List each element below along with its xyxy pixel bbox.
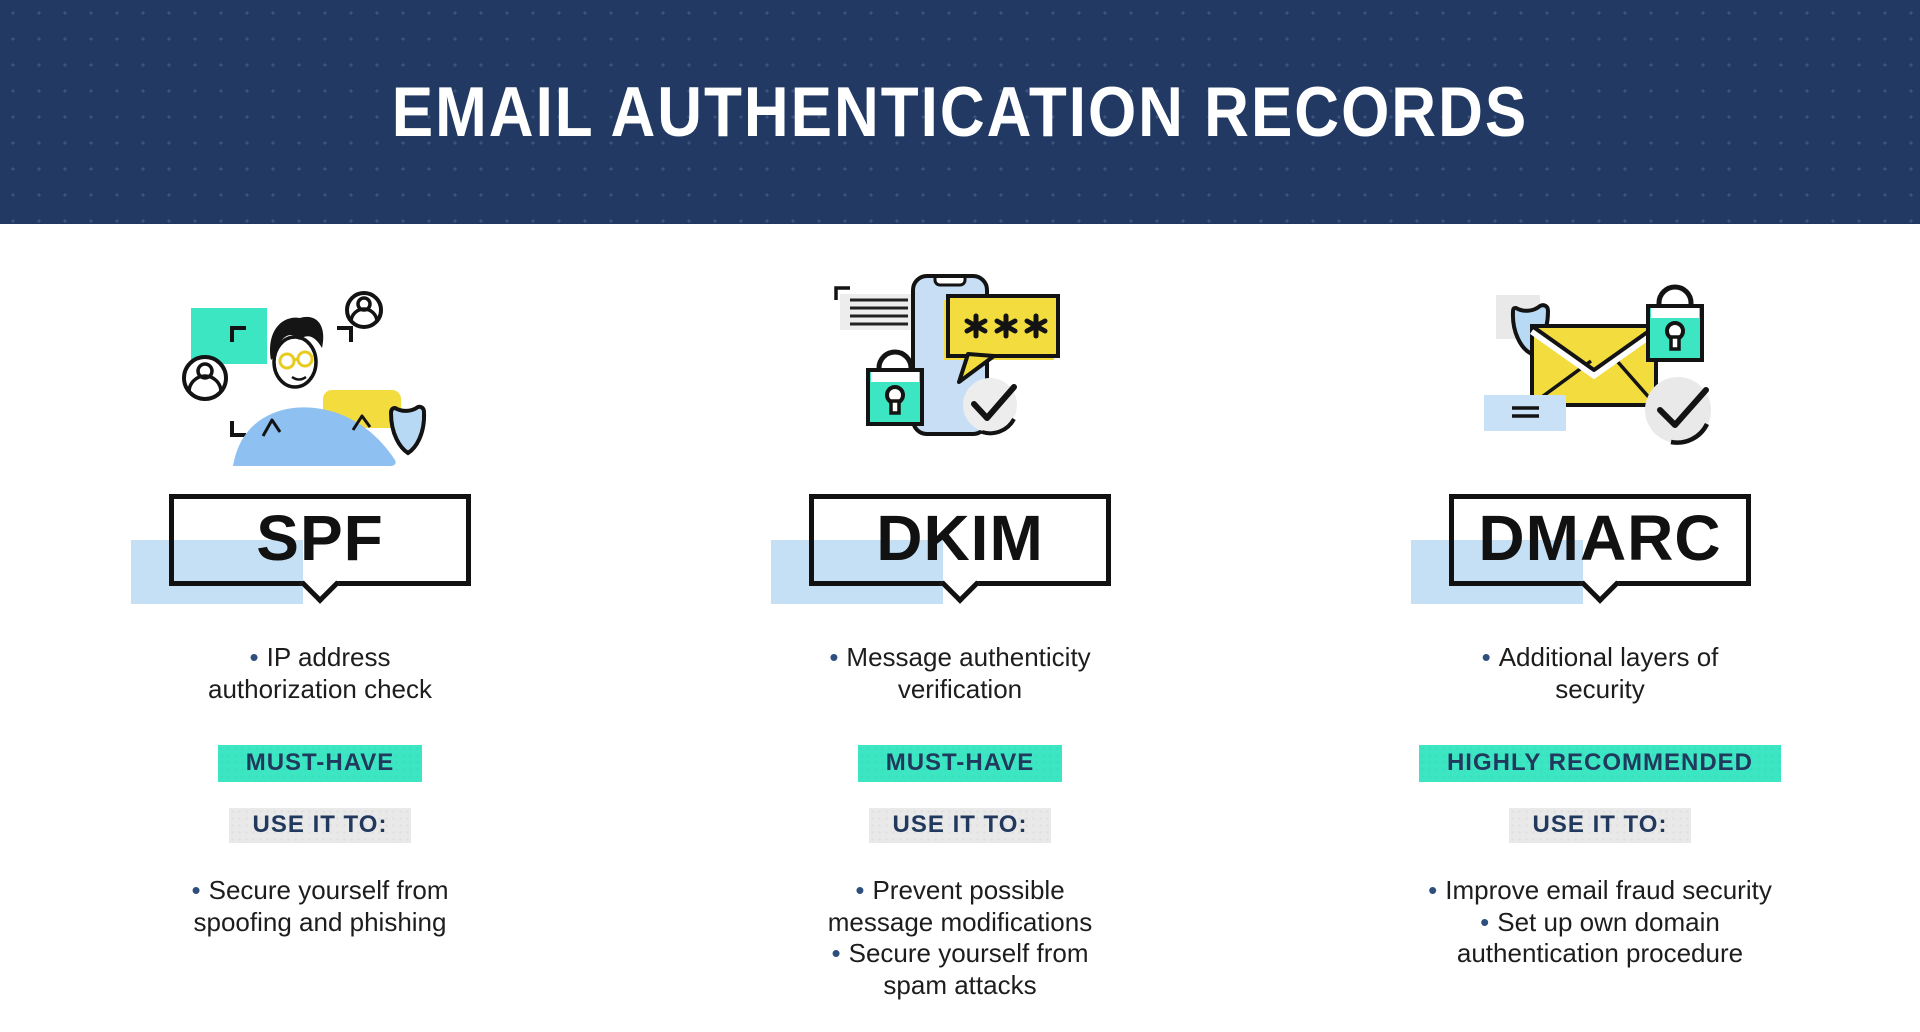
check-icon	[1645, 377, 1711, 445]
bullet-dot: •	[191, 875, 201, 906]
label-highlight	[771, 540, 943, 604]
spf-column: SPF •IP address authorization check MUST…	[60, 224, 580, 1002]
bullet-text: Set up own domain authentication procedu…	[1456, 906, 1744, 969]
bullet-dot: •	[249, 642, 259, 672]
bullet-text: Secure yourself from spoofing and phishi…	[193, 875, 449, 937]
dmarc-label-bubble: DMARC	[1411, 494, 1751, 604]
spf-priority-badge: MUST-HAVE	[217, 745, 423, 783]
list-item: •Secure yourself from spoofing and phish…	[192, 875, 449, 938]
corner-bracket-icon	[834, 286, 850, 300]
bullet-text: Prevent possible message modifications	[827, 875, 1093, 937]
envelope-icon	[1529, 324, 1659, 407]
bullet-dot: •	[1480, 906, 1490, 937]
blue-note	[1484, 395, 1566, 431]
asterisk-icon	[964, 313, 988, 339]
check-circle	[963, 378, 1017, 432]
avatar-icon	[182, 355, 228, 401]
label-box: DMARC	[1449, 494, 1751, 604]
asterisk-icon	[1024, 313, 1048, 339]
bullet-dot: •	[855, 875, 865, 906]
protocol-name: DMARC	[1478, 502, 1722, 574]
bullet-dot: •	[829, 642, 839, 672]
bullet-dot: •	[1428, 875, 1438, 906]
dmarc-priority-badge: HIGHLY RECOMMENDED	[1418, 745, 1782, 783]
asterisk-icon	[994, 313, 1018, 339]
spf-summary-list: •IP address authorization check	[208, 642, 432, 705]
label-highlight	[1411, 540, 1583, 604]
bullet-text: Improve email fraud security	[1445, 875, 1772, 906]
password-bubble-icon	[944, 294, 1060, 384]
dmarc-column: DMARC •Additional layers of security HIG…	[1340, 224, 1860, 1002]
bullet-dot: •	[1481, 642, 1491, 672]
list-item: •Prevent possible message modifications	[828, 875, 1092, 938]
dkim-use-it-to-label: USE IT TO:	[868, 808, 1052, 844]
shield-icon	[388, 404, 427, 456]
protocol-name: DKIM	[876, 502, 1044, 574]
spf-use-list: •Secure yourself from spoofing and phish…	[192, 875, 449, 938]
teal-rect	[191, 308, 267, 364]
avatar-icon	[345, 291, 383, 329]
list-item: •Improve email fraud security	[1428, 875, 1772, 907]
check-icon	[971, 384, 1017, 436]
dkim-use-list: •Prevent possible message modifications …	[828, 875, 1092, 1002]
bullet-text: Secure yourself from spam attacks	[848, 938, 1089, 1001]
spf-use-it-to-label: USE IT TO:	[228, 808, 412, 844]
list-item: •Secure yourself from spam attacks	[828, 938, 1092, 1001]
list-item: •Set up own domain authentication proced…	[1428, 907, 1772, 970]
label-box: SPF	[169, 494, 471, 604]
badge-label: USE IT TO:	[1532, 811, 1668, 839]
dkim-label-bubble: DKIM	[771, 494, 1111, 604]
list-item: •Message authenticity verification	[829, 642, 1090, 705]
badge-label: USE IT TO:	[892, 811, 1028, 839]
lock-icon	[1646, 284, 1704, 362]
text-lines-icon	[840, 294, 918, 330]
phone-password-illustration	[834, 274, 1060, 436]
records-comparison: SPF •IP address authorization check MUST…	[0, 224, 1920, 1002]
bullet-text: Message authenticity verification	[846, 642, 1091, 704]
spf-label-bubble: SPF	[131, 494, 471, 604]
lock-icon	[866, 349, 924, 426]
identity-scan-illustration	[182, 291, 427, 466]
bullet-text: IP address authorization check	[207, 642, 433, 704]
hair	[270, 316, 324, 360]
list-item: •Additional layers of security	[1482, 642, 1719, 705]
badge-label: MUST-HAVE	[885, 749, 1035, 777]
dmarc-use-it-to-label: USE IT TO:	[1508, 808, 1692, 844]
person-figure	[233, 316, 396, 466]
list-item: •IP address authorization check	[208, 642, 432, 705]
dmarc-summary-list: •Additional layers of security	[1482, 642, 1719, 705]
bullet-dot: •	[831, 938, 841, 969]
label-box: DKIM	[809, 494, 1111, 604]
dkim-column: DKIM •Message authenticity verification …	[700, 224, 1220, 1002]
badge-label: USE IT TO:	[252, 811, 388, 839]
badge-label: HIGHLY RECOMMENDED	[1446, 749, 1754, 777]
page-title: EMAIL AUTHENTICATION RECORDS	[391, 72, 1529, 152]
label-highlight	[131, 540, 303, 604]
dmarc-use-list: •Improve email fraud security •Set up ow…	[1428, 875, 1772, 970]
bullet-text: Additional layers of security	[1498, 642, 1719, 704]
dkim-illustration	[818, 258, 1118, 470]
dmarc-illustration	[1454, 258, 1774, 470]
dkim-priority-badge: MUST-HAVE	[857, 745, 1063, 783]
header-banner: EMAIL AUTHENTICATION RECORDS	[0, 0, 1920, 224]
protocol-name: SPF	[256, 502, 384, 574]
spf-illustration	[143, 258, 483, 470]
secure-envelope-illustration	[1484, 284, 1711, 445]
glasses-icon	[278, 350, 314, 370]
badge-label: MUST-HAVE	[245, 749, 395, 777]
dkim-summary-list: •Message authenticity verification	[829, 642, 1090, 705]
